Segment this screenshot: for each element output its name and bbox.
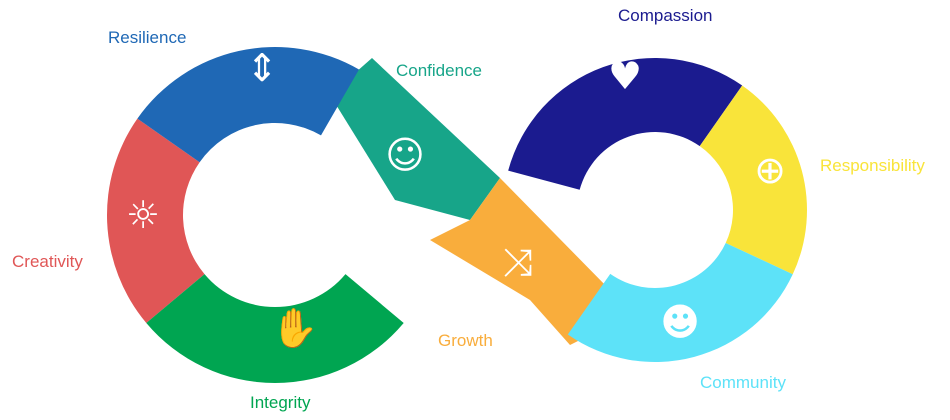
branching-arrows-icon: ⤨ bbox=[502, 240, 534, 284]
label-creativity: Creativity bbox=[12, 252, 83, 271]
segment-confidence bbox=[330, 58, 500, 220]
segment-responsibility bbox=[699, 85, 807, 275]
segment-integrity bbox=[146, 274, 404, 383]
group-people-icon: ☻ bbox=[660, 300, 700, 344]
segment-growth bbox=[430, 178, 610, 345]
label-community: Community bbox=[700, 373, 786, 392]
label-confidence: Confidence bbox=[396, 61, 483, 80]
heart-handshake-icon: ♥ bbox=[607, 54, 643, 98]
label-resilience: Resilience bbox=[108, 28, 187, 47]
globe-in-hand-icon: ⊕ bbox=[754, 148, 786, 192]
up-down-arrows-icon: ⇕ bbox=[246, 46, 278, 90]
segment-compassion bbox=[508, 58, 743, 190]
segment-creativity bbox=[107, 118, 205, 323]
label-integrity: Integrity bbox=[250, 393, 311, 412]
handshake-icon: ✋ bbox=[271, 306, 319, 350]
segment-resilience bbox=[137, 47, 359, 163]
label-compassion: Compassion bbox=[618, 6, 713, 25]
label-growth: Growth bbox=[438, 331, 493, 350]
label-responsibility: Responsibility bbox=[820, 156, 925, 175]
segment-community bbox=[567, 242, 793, 362]
raised-arms-person-icon: ☺ bbox=[385, 133, 425, 177]
brain-bulb-icon: ☼ bbox=[125, 193, 161, 237]
